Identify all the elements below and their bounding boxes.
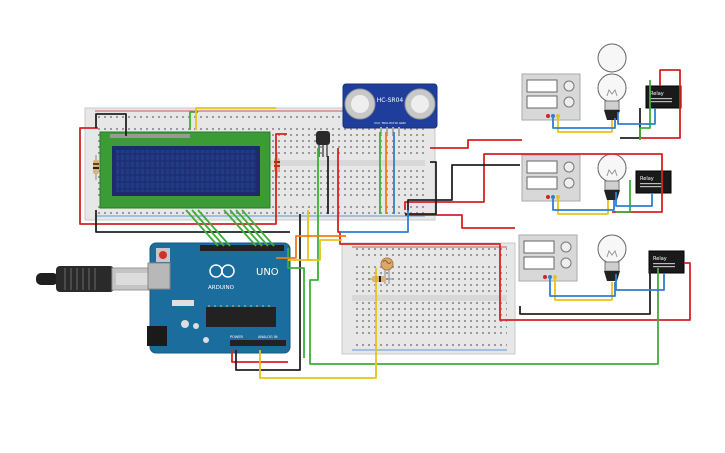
sensor-transducer-right xyxy=(404,88,436,120)
light-bulb-2[interactable] xyxy=(597,153,627,200)
light-bulb-3[interactable] xyxy=(597,234,627,281)
wire-black-7 xyxy=(235,214,301,371)
wire-yellow-5 xyxy=(557,199,609,215)
lcd-header-pins xyxy=(110,134,190,138)
relay-1-label: Relay xyxy=(650,91,664,97)
relay-2-label: Relay xyxy=(640,176,654,182)
wire-red-6 xyxy=(640,69,681,139)
wire-red-3 xyxy=(404,153,663,213)
wire-green-13 xyxy=(616,180,631,213)
wire-green-4 xyxy=(197,209,231,247)
wire-black-6 xyxy=(519,270,651,315)
relay-1[interactable]: Relay xyxy=(645,85,682,109)
wires xyxy=(79,69,691,379)
arduino-uno[interactable]: UNO ARDUINO POWER ANALOG IN xyxy=(147,242,291,354)
wire-green-12 xyxy=(639,80,651,140)
wire-blue-7 xyxy=(615,192,653,207)
wire-red-5 xyxy=(337,148,691,321)
lcd-16x2[interactable] xyxy=(99,131,271,209)
wire-blue-5 xyxy=(340,210,409,233)
sensor-transducer-left xyxy=(344,88,376,120)
usb-cable[interactable] xyxy=(36,266,157,292)
relay-2[interactable]: Relay xyxy=(635,170,672,194)
wire-green-8 xyxy=(241,209,275,247)
wire-green-5 xyxy=(223,209,257,247)
power-supply-1[interactable] xyxy=(521,73,581,121)
wire-black-2 xyxy=(95,113,127,136)
analog-header-label: ANALOG IN xyxy=(258,335,278,339)
wire-blue-6 xyxy=(617,108,656,125)
arduino-logo xyxy=(209,264,235,278)
wire-yellow-7 xyxy=(288,239,342,261)
resistor-1[interactable] xyxy=(93,155,99,180)
wire-black-5 xyxy=(407,164,520,212)
wire-blue-4 xyxy=(549,279,616,297)
relay-3-label: Relay xyxy=(653,256,667,262)
power-header-label: POWER xyxy=(230,335,244,339)
wire-red-1 xyxy=(79,127,287,225)
wire-green-6 xyxy=(229,209,263,247)
wire-red-2 xyxy=(430,139,522,149)
wire-blue-2 xyxy=(552,118,616,129)
arduino-brand-label: ARDUINO xyxy=(208,285,235,291)
wire-black-8 xyxy=(620,108,641,139)
wire-green-2 xyxy=(185,209,219,247)
power-supply-2[interactable] xyxy=(521,154,581,202)
wire-orange-2 xyxy=(276,235,346,259)
power-supply-3[interactable] xyxy=(518,234,578,282)
arduino-model-label: UNO xyxy=(256,267,279,278)
wire-yellow-4 xyxy=(557,118,613,133)
sensor-pins-label: VCC TRIG ECHO GND xyxy=(374,121,406,125)
sensor-model-label: HC-SR04 xyxy=(377,97,404,104)
ultrasonic-sensor[interactable]: HC-SR04 VCC TRIG ECHO GND xyxy=(342,83,438,135)
wire-black-4 xyxy=(405,161,437,215)
wire-green-7 xyxy=(235,209,269,247)
wire-red-4 xyxy=(405,214,515,229)
light-bulb-1[interactable] xyxy=(597,43,627,120)
wire-black-1 xyxy=(95,210,290,233)
wire-blue-8 xyxy=(615,273,665,291)
temperature-sensor[interactable] xyxy=(316,131,330,157)
wire-yellow-2 xyxy=(259,268,377,379)
wire-yellow-6 xyxy=(554,279,613,301)
breadboard-bottom[interactable] xyxy=(341,242,516,355)
wire-blue-3 xyxy=(552,199,615,211)
wire-green-10 xyxy=(309,148,659,365)
wire-green-3 xyxy=(191,209,225,247)
wire-red-7 xyxy=(231,350,288,363)
wire-yellow-1 xyxy=(195,107,276,130)
reset-button[interactable] xyxy=(156,248,170,262)
relay-3[interactable]: Relay xyxy=(648,250,685,274)
